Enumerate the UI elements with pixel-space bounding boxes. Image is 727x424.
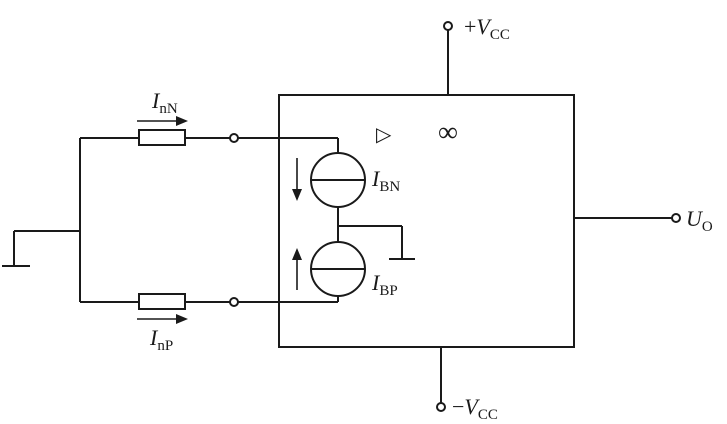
bias-current-source-n xyxy=(310,152,366,208)
internal-ground-symbol xyxy=(338,225,415,260)
bottom-resistor xyxy=(138,293,186,310)
label-input-current-p: InP xyxy=(149,325,173,354)
top-resistor xyxy=(138,129,186,146)
opamp-gain-symbol: ∞ xyxy=(438,117,458,148)
input-current-p-arrow xyxy=(137,314,188,324)
bias-current-n-arrow xyxy=(292,158,302,201)
input-current-n-arrow xyxy=(137,116,188,126)
bottom-input-terminal xyxy=(229,297,239,307)
opamp-box xyxy=(278,94,575,348)
output-terminal xyxy=(671,213,681,223)
bias-current-p-arrow xyxy=(292,248,302,290)
label-input-current-n: InN xyxy=(151,88,178,117)
left-ground-symbol xyxy=(2,231,30,267)
label-negative-supply: −VCC xyxy=(452,394,498,423)
label-positive-supply: +VCC xyxy=(464,14,510,43)
label-bias-current-p: IBP xyxy=(371,270,398,299)
opamp-triangle-symbol: ▷ xyxy=(376,124,392,146)
label-bias-current-n: IBN xyxy=(371,166,400,195)
positive-supply-terminal xyxy=(443,21,453,31)
label-output: UO xyxy=(686,206,713,235)
bias-current-source-p xyxy=(310,241,366,297)
negative-supply-terminal xyxy=(436,402,446,412)
top-input-terminal xyxy=(229,133,239,143)
